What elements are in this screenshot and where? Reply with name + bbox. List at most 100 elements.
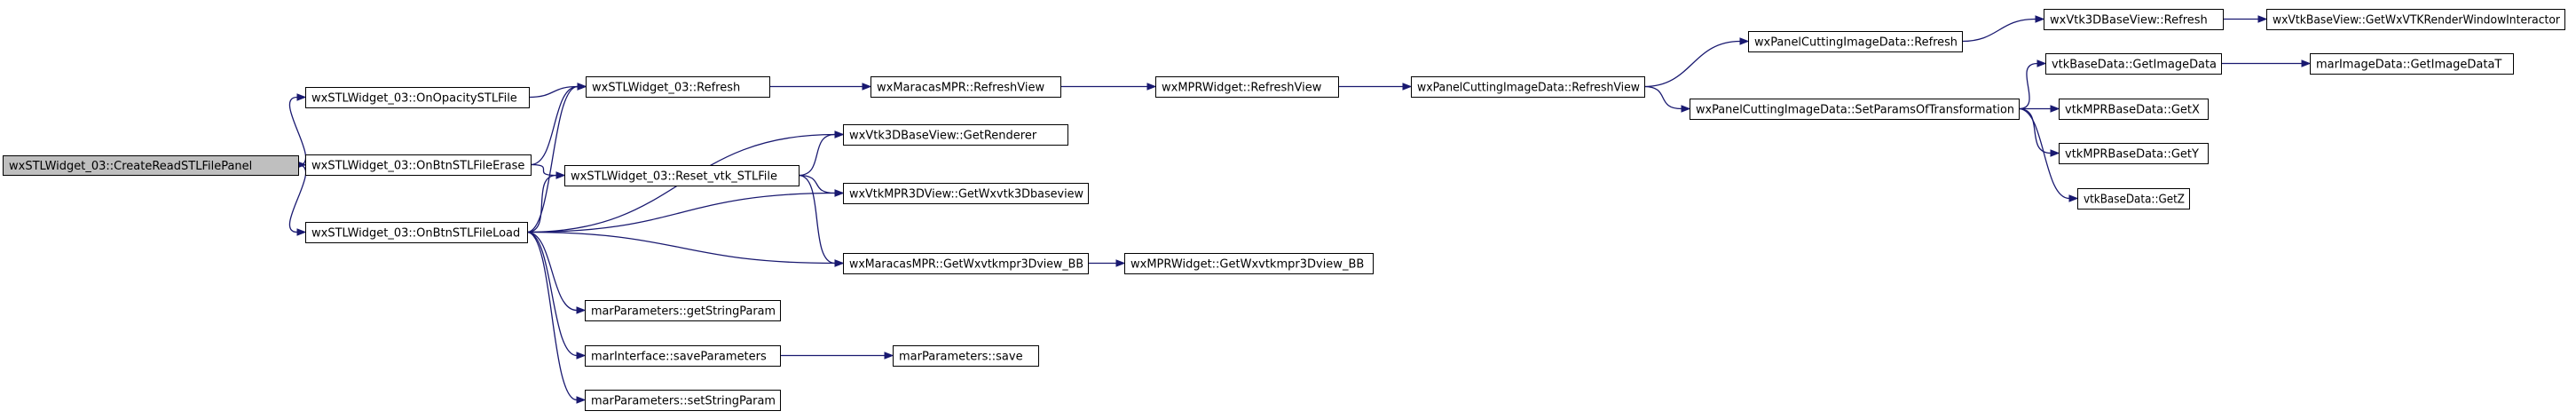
edge-reset-to-mar-get-bb: [798, 174, 845, 267]
node-mar-get-bb[interactable]: wxMaracasMPR::GetWxvtkmpr3Dview_BB: [843, 253, 1089, 274]
arrowhead-icon: [2068, 194, 2079, 202]
node-label: vtkBaseData::GetImageData: [2052, 59, 2217, 72]
node-mar-mpr-refresh[interactable]: wxMaracasMPR::RefreshView: [870, 76, 1061, 98]
node-box: [2059, 143, 2209, 164]
edge-line: [526, 174, 557, 233]
edge-line: [526, 192, 836, 233]
node-get-image-data[interactable]: vtkBaseData::GetImageData: [2045, 53, 2222, 75]
node-label: marImageData::GetImageDataT: [2316, 59, 2501, 72]
node-box: [1748, 31, 1963, 52]
node-label: wxSTLWidget_03::OnBtnSTLFileLoad: [311, 227, 520, 241]
edge-reset-to-get-wxvtk3d: [798, 174, 845, 197]
edge-on-load-to-save-params: [526, 231, 587, 360]
node-mpr-get-bb[interactable]: wxMPRWidget::GetWxvtkmpr3Dview_BB: [1124, 253, 1374, 274]
node-label: vtkBaseData::GetZ: [2084, 194, 2185, 207]
edge-set-params-to-get-image-data: [2018, 59, 2047, 110]
node-label: wxVtk3DBaseView::Refresh: [2050, 14, 2208, 28]
node-save[interactable]: marParameters::save: [893, 345, 1039, 367]
arrowhead-icon: [862, 83, 872, 91]
edge-on-opacity-to-refresh: [528, 83, 587, 99]
node-box: [2077, 188, 2190, 210]
node-set-params[interactable]: wxPanelCuttingImageData::SetParamsOfTran…: [1690, 99, 2020, 120]
edge-mpr-widget-refresh-to-panel-refresh-view: [1338, 83, 1413, 91]
node-get-renderer[interactable]: wxVtk3DBaseView::GetRenderer: [843, 124, 1068, 146]
edge-get-image-data-to-get-image-data-t: [2221, 59, 2312, 67]
node-label: wxMPRWidget::GetWxvtkmpr3Dview_BB: [1130, 258, 1364, 272]
arrowhead-icon: [577, 83, 587, 91]
edge-mar-mpr-refresh-to-mpr-widget-refresh: [1060, 83, 1157, 91]
node-box: [2266, 9, 2565, 30]
node-root: wxSTLWidget_03::CreateReadSTLFilePanel: [3, 155, 299, 176]
node-box: [2310, 53, 2514, 75]
edge-line: [530, 85, 579, 166]
node-box: [305, 222, 528, 243]
node-label: wxSTLWidget_03::Refresh: [592, 82, 740, 95]
node-label: marParameters::setStringParam: [591, 395, 776, 408]
node-vtk3d-refresh[interactable]: wxVtk3DBaseView::Refresh: [2044, 9, 2224, 30]
node-set-string-param[interactable]: marParameters::setStringParam: [585, 390, 781, 411]
edge-line: [530, 163, 557, 177]
edge-panel-refresh-to-vtk3d-refresh: [1961, 15, 2045, 43]
arrowhead-icon: [1402, 83, 1413, 91]
edge-line: [798, 133, 836, 177]
node-get-z[interactable]: vtkBaseData::GetZ: [2077, 188, 2190, 210]
arrowhead-icon: [2050, 149, 2060, 157]
arrowhead-icon: [576, 306, 587, 314]
node-mpr-widget-refresh[interactable]: wxMPRWidget::RefreshView: [1155, 76, 1339, 98]
node-box: [870, 76, 1061, 98]
node-box: [2044, 9, 2224, 30]
node-box: [305, 87, 530, 108]
nodes-layer: wxSTLWidget_03::CreateReadSTLFilePanelwx…: [3, 9, 2565, 411]
edge-on-load-to-set-string-param: [526, 231, 587, 404]
node-get-wxvtk3d[interactable]: wxVtkMPR3DView::GetWxvtk3Dbaseview: [843, 183, 1089, 204]
node-get-image-data-t[interactable]: marImageData::GetImageDataT: [2310, 53, 2514, 75]
arrowhead-icon: [555, 171, 566, 179]
node-box: [585, 300, 781, 321]
node-box: [1411, 76, 1645, 98]
node-get-x[interactable]: vtkMPRBaseData::GetX: [2059, 99, 2209, 120]
node-label: marParameters::getStringParam: [591, 305, 776, 319]
node-panel-refresh[interactable]: wxPanelCuttingImageData::Refresh: [1748, 31, 1963, 52]
node-label: wxPanelCuttingImageData::Refresh: [1754, 36, 1958, 50]
node-label: wxSTLWidget_03::OnBtnSTLFileErase: [311, 160, 524, 173]
edge-mar-get-bb-to-mpr-get-bb: [1088, 259, 1126, 267]
edge-on-load-to-refresh: [526, 83, 587, 233]
edge-line: [1961, 18, 2036, 43]
arrowhead-icon: [2050, 105, 2060, 113]
node-label: vtkMPRBaseData::GetX: [2065, 104, 2200, 117]
edge-panel-refresh-view-to-set-params: [1643, 85, 1691, 113]
node-box: [3, 155, 299, 176]
node-label: wxSTLWidget_03::OnOpacitySTLFile: [311, 92, 517, 106]
edge-line: [526, 85, 579, 233]
node-panel-refresh-view[interactable]: wxPanelCuttingImageData::RefreshView: [1411, 76, 1645, 98]
node-get-interactor[interactable]: wxVtkBaseView::GetWxVTKRenderWindowInter…: [2266, 9, 2565, 30]
node-on-opacity[interactable]: wxSTLWidget_03::OnOpacitySTLFile: [305, 87, 530, 108]
node-get-y[interactable]: vtkMPRBaseData::GetY: [2059, 143, 2209, 164]
node-refresh[interactable]: wxSTLWidget_03::Refresh: [586, 76, 770, 98]
node-label: vtkMPRBaseData::GetY: [2065, 148, 2199, 162]
edge-line: [526, 231, 578, 357]
edges-layer: [288, 15, 2312, 404]
node-get-string-param[interactable]: marParameters::getStringParam: [585, 300, 781, 321]
node-box: [586, 76, 770, 98]
edge-line: [1643, 85, 1682, 110]
node-box: [585, 390, 781, 411]
arrowhead-icon: [884, 352, 894, 360]
node-on-erase[interactable]: wxSTLWidget_03::OnBtnSTLFileErase: [305, 154, 532, 176]
arrowhead-icon: [2035, 15, 2045, 23]
node-box: [843, 124, 1068, 146]
node-label: wxSTLWidget_03::CreateReadSTLFilePanel: [9, 160, 252, 173]
node-label: wxVtk3DBaseView::GetRenderer: [849, 130, 1037, 143]
node-save-params[interactable]: marInterface::saveParameters: [585, 345, 781, 367]
arrowhead-icon: [576, 396, 587, 404]
edge-on-erase-to-refresh: [530, 83, 587, 166]
edge-line: [1643, 40, 1741, 88]
arrowhead-icon: [1115, 259, 1126, 267]
node-on-load[interactable]: wxSTLWidget_03::OnBtnSTLFileLoad: [305, 222, 528, 243]
edge-on-load-to-reset: [526, 171, 566, 233]
edge-line: [526, 231, 578, 312]
arrowhead-icon: [2036, 59, 2047, 67]
node-reset[interactable]: wxSTLWidget_03::Reset_vtk_STLFile: [564, 165, 800, 186]
arrowhead-icon: [834, 189, 845, 197]
